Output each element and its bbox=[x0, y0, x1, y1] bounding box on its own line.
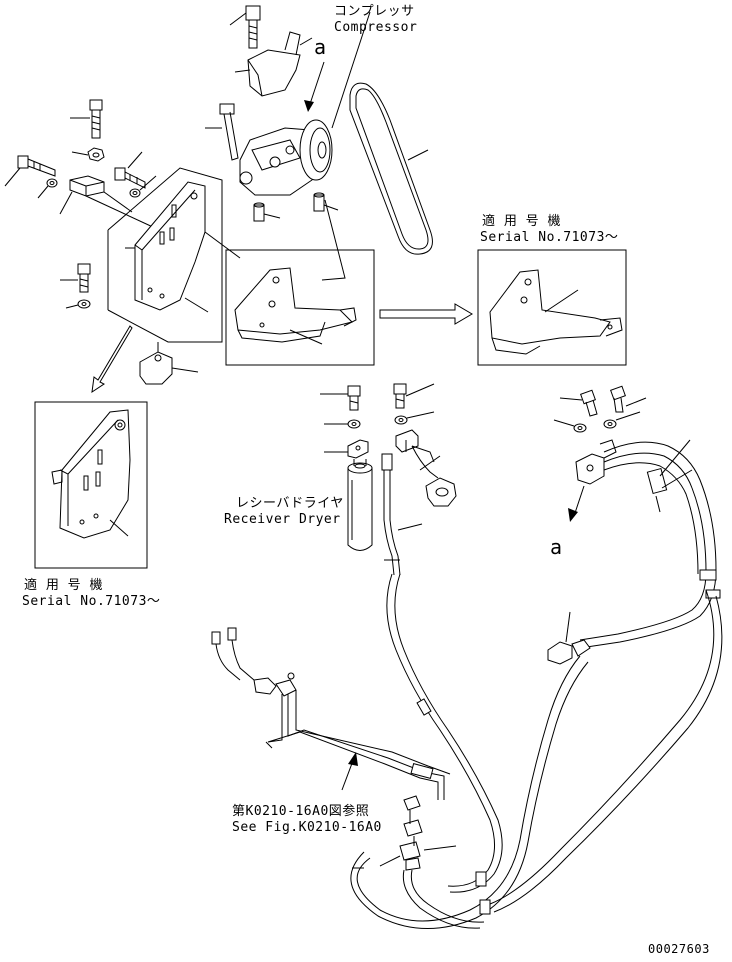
right-bolt-2 bbox=[610, 385, 647, 413]
reference-label-en: See Fig.K0210-16A0 bbox=[232, 820, 382, 835]
dryer-washer-1 bbox=[324, 419, 361, 429]
serial-label-right-jp: 適 用 号 機 bbox=[482, 214, 561, 229]
right-hose-fitting bbox=[547, 611, 591, 665]
spacer-block bbox=[59, 175, 105, 215]
lower-fittings bbox=[352, 795, 485, 929]
bracket-group-box bbox=[107, 167, 223, 343]
hose-right bbox=[579, 439, 721, 649]
right-washer-1 bbox=[553, 419, 587, 433]
compressor-label-en: Compressor bbox=[334, 20, 418, 35]
right-variant-box bbox=[477, 249, 627, 366]
tube-assembly bbox=[265, 690, 451, 800]
washer-left-1 bbox=[37, 178, 58, 199]
nut-upper-left bbox=[71, 147, 105, 162]
top-bracket bbox=[234, 31, 313, 97]
v-belt bbox=[349, 82, 433, 255]
drawing-number: 00027603 bbox=[648, 942, 710, 956]
arrow-to-right-variant bbox=[379, 303, 473, 325]
right-bolt-1 bbox=[559, 389, 598, 417]
left-variant-box bbox=[34, 401, 148, 569]
dryer-bolt-2 bbox=[393, 383, 435, 409]
washer-lower-left bbox=[65, 299, 91, 309]
right-washer-2 bbox=[603, 411, 641, 429]
spacer-left bbox=[253, 202, 281, 222]
bolt-lower-left bbox=[60, 263, 91, 293]
marker-a-right: a bbox=[550, 535, 563, 559]
receiver-dryer bbox=[347, 459, 373, 551]
dryer-elbow-fitting bbox=[411, 445, 457, 507]
dryer-bolt-1 bbox=[320, 385, 361, 411]
hose-long-right bbox=[350, 589, 723, 929]
bolt-upper-left bbox=[70, 99, 103, 139]
arrow-a-right bbox=[568, 485, 585, 522]
reference-label-jp: 第K0210-16A0図参照 bbox=[232, 804, 370, 819]
dryer-hose-fitting bbox=[381, 453, 423, 576]
center-bracket-box bbox=[204, 199, 375, 366]
left-connector bbox=[211, 627, 297, 697]
dryer-bracket bbox=[324, 439, 369, 459]
compressor-bolt bbox=[205, 103, 239, 161]
receiver-dryer-label-en: Receiver Dryer bbox=[224, 512, 341, 527]
compressor-label-jp: コンプレッサ bbox=[334, 4, 415, 19]
dryer-washer-2 bbox=[394, 411, 435, 425]
arrow-to-left-variant bbox=[91, 325, 133, 394]
marker-a-top: a bbox=[314, 35, 327, 59]
hose-center bbox=[386, 573, 503, 893]
top-bolt bbox=[229, 5, 261, 49]
washer-mid bbox=[129, 175, 157, 198]
bolt-horizontal-mid bbox=[114, 151, 146, 189]
serial-label-right-en: Serial No.71073～ bbox=[480, 230, 619, 245]
dryer-fitting-top bbox=[395, 429, 441, 471]
bolt-horizontal-left bbox=[4, 155, 56, 187]
receiver-dryer-label-jp: レシーバドライヤ bbox=[236, 496, 344, 511]
compressor bbox=[239, 11, 371, 196]
serial-label-left-en: Serial No.71073～ bbox=[22, 594, 161, 609]
mount-block bbox=[139, 342, 199, 385]
right-fitting-block bbox=[575, 439, 617, 485]
main-bracket bbox=[125, 181, 209, 313]
spacer-right bbox=[313, 192, 339, 212]
serial-label-left-jp: 適 用 号 機 bbox=[24, 578, 103, 593]
